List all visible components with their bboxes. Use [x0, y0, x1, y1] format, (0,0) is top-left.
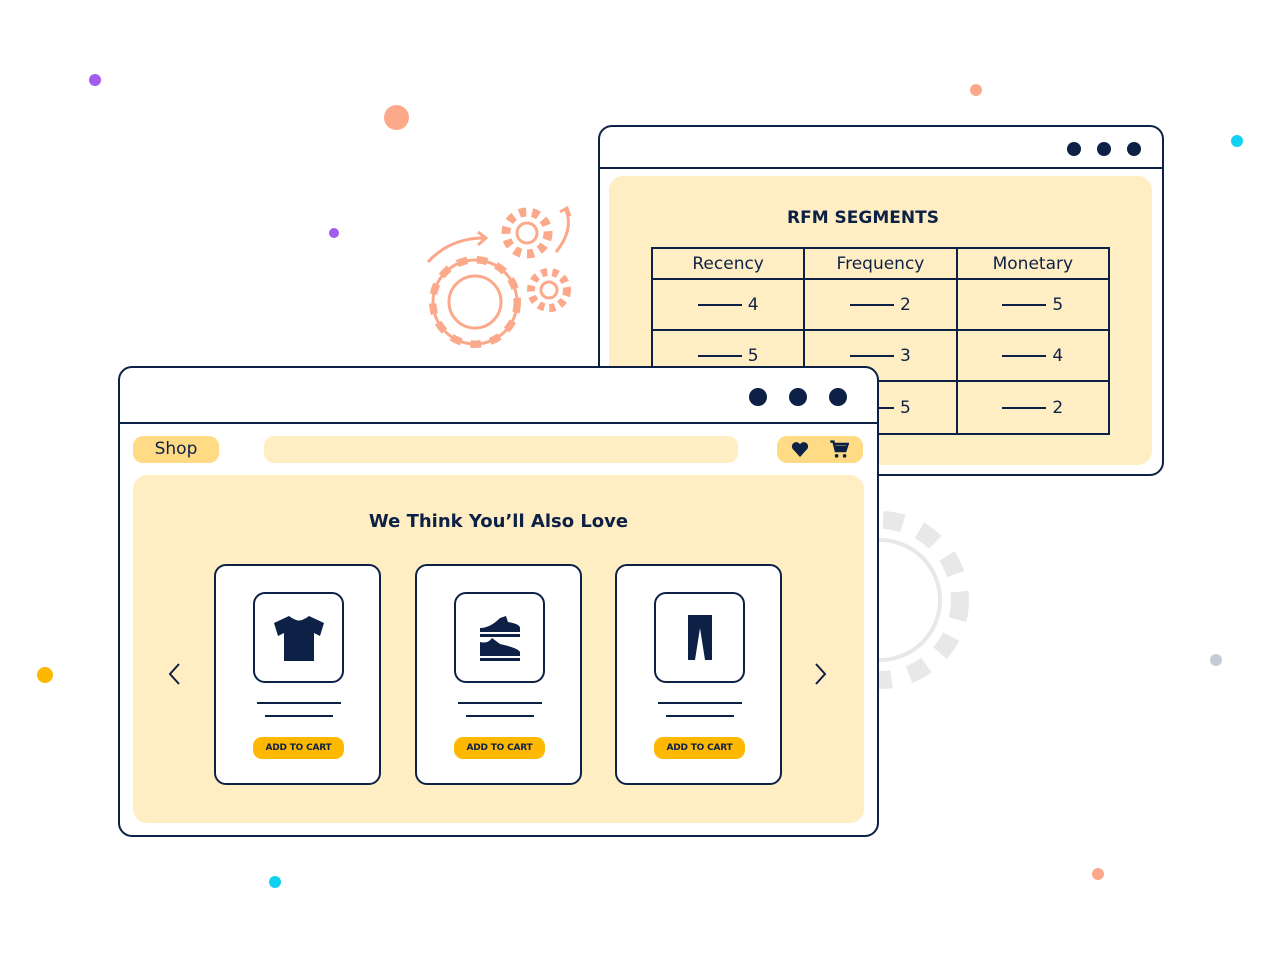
- shop-button[interactable]: Shop: [133, 436, 219, 463]
- window-titlebar: [600, 127, 1162, 169]
- window-titlebar: [120, 368, 877, 424]
- product-image: [253, 592, 344, 683]
- decor-dot: [1210, 654, 1222, 666]
- cell: 5: [900, 397, 911, 418]
- icon-group: [777, 436, 863, 463]
- pants-icon: [687, 614, 712, 660]
- col-header: Recency: [650, 247, 806, 280]
- col-header: Frequency: [803, 247, 958, 280]
- section-title: We Think You’ll Also Love: [368, 511, 629, 532]
- search-input[interactable]: [264, 436, 738, 463]
- add-to-cart-button[interactable]: ADD TO CART: [253, 737, 344, 759]
- cell: 4: [1052, 345, 1064, 366]
- col-header: Monetary: [955, 247, 1111, 280]
- chevron-right-icon[interactable]: [812, 662, 828, 686]
- cell: 2: [1052, 397, 1064, 418]
- product-image: [454, 592, 545, 683]
- decor-dot: [384, 105, 409, 130]
- sneakers-icon: [479, 615, 520, 661]
- product-card[interactable]: ADD TO CART: [615, 564, 782, 785]
- product-card[interactable]: ADD TO CART: [214, 564, 381, 785]
- decor-dot: [329, 228, 339, 238]
- decor-dot: [1231, 135, 1243, 147]
- window-control-dot[interactable]: [829, 388, 847, 406]
- decor-dot: [1092, 868, 1104, 880]
- window-control-dot[interactable]: [1067, 142, 1081, 156]
- heart-icon[interactable]: [791, 441, 809, 458]
- decor-dot: [269, 876, 281, 888]
- cell: 2: [900, 294, 911, 315]
- cell: 3: [900, 345, 911, 366]
- table-row: 4 2 5: [650, 278, 1111, 331]
- tshirt-icon: [273, 615, 324, 661]
- add-to-cart-button[interactable]: ADD TO CART: [454, 737, 545, 759]
- cart-icon[interactable]: [829, 440, 849, 459]
- window-control-dot[interactable]: [789, 388, 807, 406]
- decor-dot: [37, 667, 53, 683]
- add-to-cart-button[interactable]: ADD TO CART: [654, 737, 745, 759]
- window-control-dot[interactable]: [749, 388, 767, 406]
- cell: 4: [747, 294, 759, 315]
- decor-dot: [89, 74, 101, 86]
- cell: 5: [747, 345, 759, 366]
- chevron-left-icon[interactable]: [167, 662, 183, 686]
- product-card[interactable]: ADD TO CART: [415, 564, 582, 785]
- rfm-title: RFM SEGMENTS: [787, 208, 939, 228]
- cell: 5: [1052, 294, 1064, 315]
- window-control-dot[interactable]: [1097, 142, 1111, 156]
- window-control-dot[interactable]: [1127, 142, 1141, 156]
- decor-dot: [970, 84, 982, 96]
- product-image: [654, 592, 745, 683]
